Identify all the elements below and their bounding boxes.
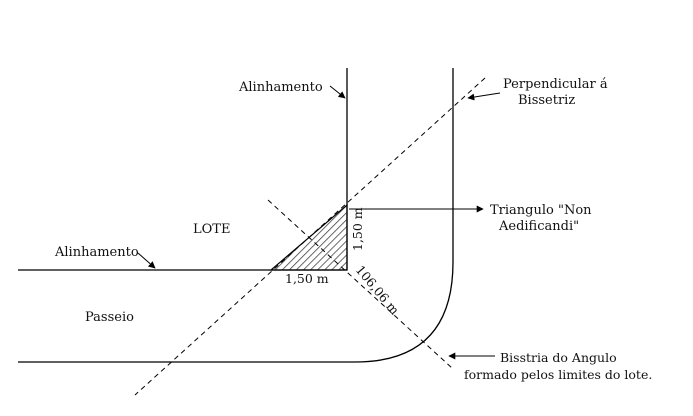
- arrow-perpendicular: [467, 92, 501, 101]
- label-bissetriz-1: Bisstria do Angulo: [500, 350, 617, 365]
- label-alinhamento-top: Alinhamento: [238, 80, 323, 95]
- label-triangulo-1: Triangulo "Non: [490, 203, 592, 218]
- bisector-dashed-line: [267, 199, 453, 369]
- dimension-horizontal: 1,50 m: [285, 271, 329, 286]
- dimension-diagonal: 106,06 m: [353, 262, 403, 317]
- label-bissetriz-2: formado pelos limites do lote.: [464, 367, 652, 382]
- label-perpendicular-1: Perpendicular á: [503, 77, 608, 92]
- arrow-alinhamento-left: [137, 252, 156, 269]
- label-lote: LOTE: [193, 222, 230, 237]
- arrow-alinhamento-top: [329, 85, 346, 99]
- label-passeio: Passeio: [85, 310, 134, 325]
- label-triangulo-2: Aedificandi": [498, 219, 579, 234]
- curb-line: [18, 68, 454, 363]
- perpendicular-dashed-line: [134, 77, 486, 396]
- label-alinhamento-left: Alinhamento: [54, 245, 139, 260]
- dimension-vertical: 1,50 m: [350, 207, 365, 251]
- label-perpendicular-2: Bissetriz: [518, 93, 575, 108]
